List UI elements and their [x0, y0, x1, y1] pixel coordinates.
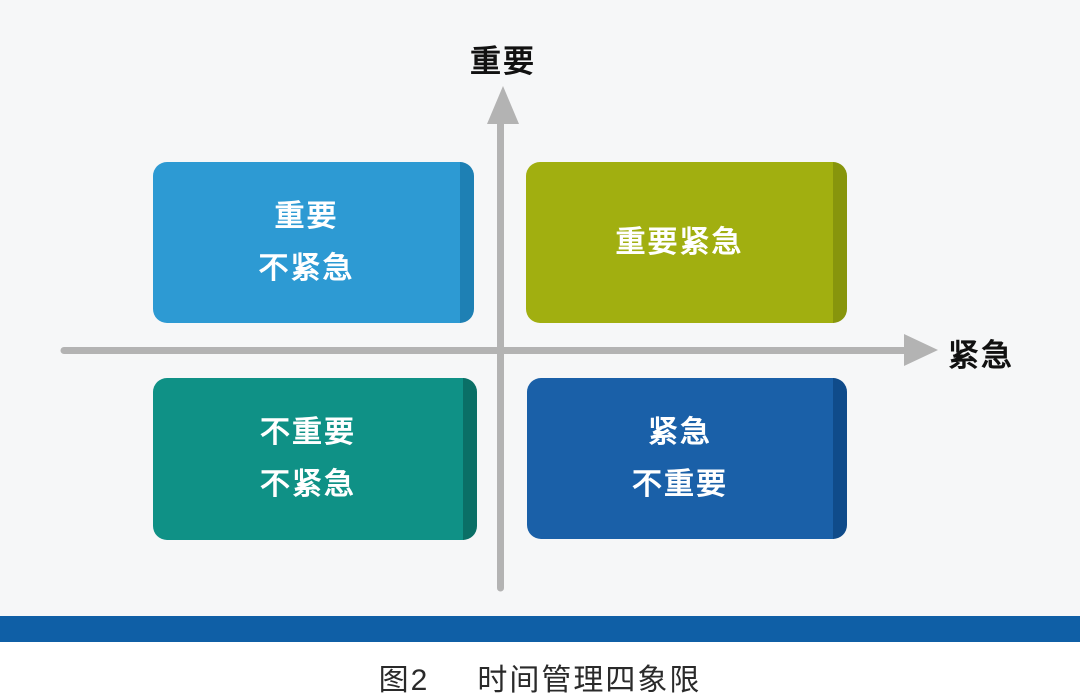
x-axis-label: 紧急 [948, 338, 1014, 373]
quadrant-important-not-urgent: 重要 不紧急 [153, 162, 474, 323]
divider-bar [0, 616, 1080, 642]
quadrant-label-line: 重要 [274, 199, 339, 233]
quadrant-not-important-not-urgent: 不重要 不紧急 [153, 378, 477, 540]
axes [60, 86, 938, 592]
quadrant-label-line: 紧急 [648, 415, 712, 449]
quadrant-label-line: 不紧急 [260, 468, 356, 501]
diagram-background: 重要 紧急 重要 不紧急 重要紧急 不重要 不紧急 紧急 不重要 [60, 44, 1014, 592]
y-axis-label: 重要 [470, 44, 536, 79]
quadrant-label-line: 重要紧急 [615, 225, 744, 259]
x-axis-arrowhead [904, 334, 938, 366]
quadrant-urgent-not-important: 紧急 不重要 [527, 378, 847, 539]
y-axis-arrowhead [487, 86, 519, 124]
figure-caption: 图2 时间管理四象限 [0, 655, 1080, 699]
quadrant-important-urgent: 重要紧急 [526, 162, 847, 323]
quadrant-label-line: 不重要 [632, 467, 728, 501]
figure-title: 时间管理四象限 [477, 664, 702, 697]
quadrant-label-line: 不紧急 [258, 251, 355, 285]
quadrant-label-line: 不重要 [260, 416, 356, 449]
figure-number: 图2 [378, 664, 430, 697]
